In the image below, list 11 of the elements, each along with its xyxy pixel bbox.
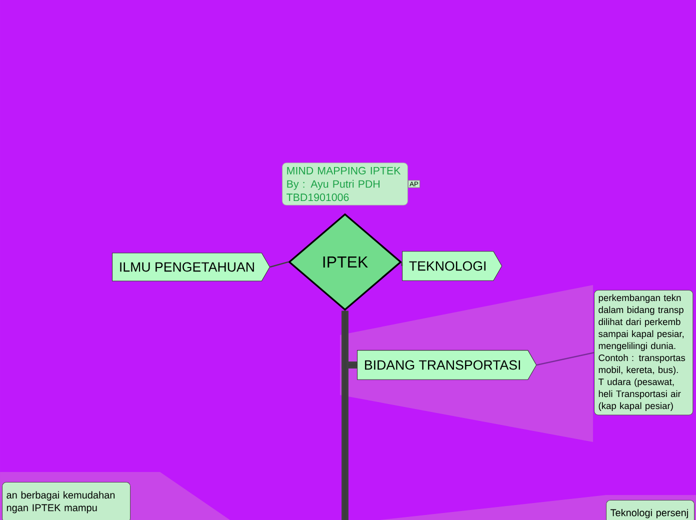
note-box: Teknologi persenj <box>606 500 695 520</box>
connector <box>401 262 403 266</box>
note-box: perkembangan tekn dalam bidang transp dilihat dari perkemb sampai kapal pesiar, mengelilingi dunia. Contoh : transportas mobil, kereta, bus). T udara (pesawat, heli Transportasi air (kap kapal pesiar) <box>594 290 694 416</box>
connector <box>536 352 594 366</box>
title-box: MIND MAPPING IPTEK By : Ayu Putri PDH TBD1901006 <box>282 162 408 206</box>
connector <box>342 310 348 520</box>
branch-tag: TEKNOLOGI <box>402 251 502 281</box>
branch-tag: ILMU PENGETAHUAN <box>112 252 270 282</box>
connector <box>270 261 288 268</box>
note-box: an berbagai kemudahan ngan IPTEK mampu <box>2 482 131 520</box>
branch-tag: BIDANG TRANSPORTASI <box>357 350 537 380</box>
